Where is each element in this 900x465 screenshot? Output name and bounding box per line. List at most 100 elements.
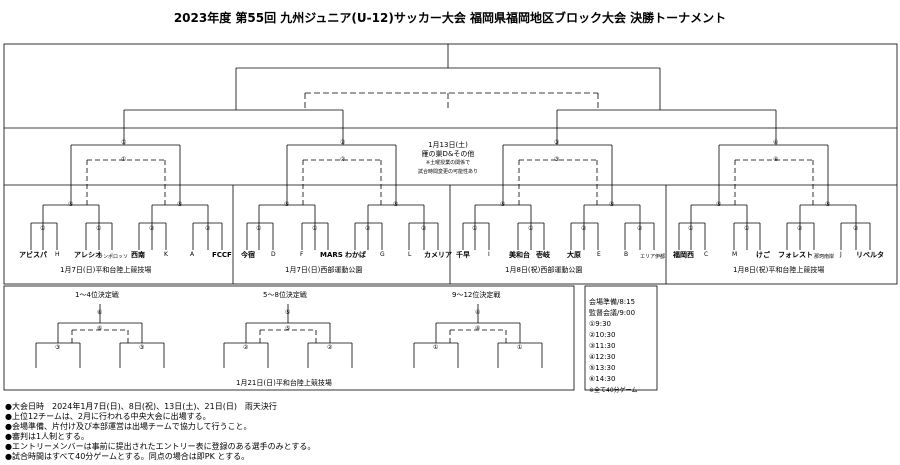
final-title: 1～4位決定戦 <box>75 291 119 299</box>
match-number: ② <box>340 156 346 163</box>
match-number: ⑤ <box>285 325 291 332</box>
match-number: ① <box>517 344 523 351</box>
schedule-line: ②10:30 <box>589 331 616 339</box>
final-title: 9～12位決定戦 <box>452 291 501 299</box>
match-number: ⑤ <box>609 201 615 208</box>
match-number: ① <box>472 225 478 232</box>
match-number: ③ <box>554 139 560 146</box>
match-number: ① <box>96 225 102 232</box>
match-number: ⑥ <box>97 309 103 316</box>
match-number: ② <box>853 225 859 232</box>
match-number: ① <box>40 225 46 232</box>
match-number: ② <box>149 225 155 232</box>
match-number: ① <box>121 139 127 146</box>
notes-list: ●大会日時 2024年1月7日(日)、8日(祝)、13日(土)、21日(日) 雨… <box>5 402 315 462</box>
schedule-line: ①9:30 <box>589 320 611 328</box>
match-number: ① <box>744 225 750 232</box>
match-number: ⑤ <box>825 201 831 208</box>
match-number: ③ <box>554 156 560 163</box>
team-name: わかば <box>345 251 366 259</box>
note-item: ●試合時間はすべて40分ゲームとする。同点の場合は即PK とする。 <box>5 452 250 461</box>
team-name: フォレスト <box>778 251 813 259</box>
match-number: ⑤ <box>285 309 291 316</box>
team-name: カメリア <box>424 251 452 259</box>
match-number: ① <box>256 225 262 232</box>
match-number: ② <box>581 225 587 232</box>
note-item: ●審判は1人制とする。 <box>5 432 89 441</box>
team-name: 今宿 <box>241 251 255 259</box>
team-letter: L <box>408 251 412 258</box>
team-letter: M <box>732 251 738 258</box>
schedule-line: 会場準備/8:15 <box>589 298 636 306</box>
match-number: ② <box>205 225 211 232</box>
match-number: ② <box>421 225 427 232</box>
match-number: ④ <box>773 156 779 163</box>
match-number: ① <box>312 225 318 232</box>
team-letter: E <box>597 251 601 258</box>
match-number: ⑤ <box>177 201 183 208</box>
team-name: ランポロッソ <box>98 254 129 260</box>
team-letter: I <box>488 251 490 258</box>
match-number: ② <box>340 139 346 146</box>
schedule-line: ③11:30 <box>589 342 616 350</box>
team-name: 西南 <box>131 251 145 259</box>
schedule-box: 会場準備/8:15 監督会議/9:00 ①9:30 ②10:30 ③11:30 … <box>589 297 661 396</box>
team-name: リベルタ <box>856 251 884 259</box>
team-name: エリア伊都 <box>640 254 666 260</box>
match-number: ① <box>433 344 439 351</box>
match-number: ⑥ <box>97 325 103 332</box>
venue-label: 1月7日(日)西部運動公園 <box>285 266 363 274</box>
team-name: アビスパ <box>19 251 47 259</box>
team-letter: C <box>704 251 709 258</box>
note-item: ●上位12チームは、2月に行われる中央大会に出場する。 <box>5 412 211 421</box>
match-number: ② <box>637 225 643 232</box>
match-number: ④ <box>475 325 481 332</box>
match-number: ⑤ <box>500 201 506 208</box>
match-number: ⑤ <box>68 201 74 208</box>
team-letter: B <box>624 251 629 258</box>
team-letter: H <box>55 251 60 258</box>
match-number: ③ <box>139 344 145 351</box>
team-name: 千早 <box>456 251 470 259</box>
team-name: 那珂南岸 <box>814 254 835 260</box>
match-number: ② <box>327 344 333 351</box>
finals-venue: 1月21日(日)平和台陸上競技場 <box>236 379 332 387</box>
schedule-line: ④12:30 <box>589 353 616 361</box>
schedule-line: ※全て40分ゲーム <box>589 387 638 394</box>
match-number: ⑤ <box>284 201 290 208</box>
match-number: ① <box>528 225 534 232</box>
note-item: ●エントリーメンバーは事前に提出されたエントリー表に登録のある選手のみとする。 <box>5 442 316 451</box>
team-name: アレシオ <box>74 251 102 259</box>
match-number: ① <box>688 225 694 232</box>
match-number: ② <box>365 225 371 232</box>
note-item: ●会場準備、片付け及び本部運営は出場チームで協力して行うこと。 <box>5 422 252 431</box>
match-number: ① <box>121 156 127 163</box>
team-letter: J <box>840 251 842 258</box>
venue-label: 1月8日(祝)西部運動公園 <box>505 266 583 274</box>
team-letter: F <box>300 251 304 258</box>
team-name: FCCF <box>212 251 232 259</box>
match-number: ③ <box>55 344 61 351</box>
team-letter: G <box>380 251 385 258</box>
center-note: ※土曜授業の関係で <box>425 160 471 166</box>
team-name: けご <box>756 251 770 259</box>
match-number: ⑤ <box>716 201 722 208</box>
venue-label: 1月8日(祝)平和台陸上競技場 <box>733 266 825 274</box>
match-number: ④ <box>475 309 481 316</box>
team-letter: K <box>164 251 168 258</box>
team-name: 福岡西 <box>673 251 694 259</box>
match-number: ④ <box>773 139 779 146</box>
schedule-line: ⑤13:30 <box>589 364 616 372</box>
center-venue: 雁の巣D&その他 <box>421 150 475 158</box>
venue-label: 1月7日(日)平和台陸上競技場 <box>60 266 152 274</box>
center-info: 1月13日(土) 雁の巣D&その他 ※土曜授業の関係で 試合時間変更の可能性あり <box>398 141 498 177</box>
match-number: ⑤ <box>393 201 399 208</box>
match-number: ② <box>797 225 803 232</box>
match-number: ② <box>243 344 249 351</box>
team-name: MARS <box>320 251 343 259</box>
center-note: 試合時間変更の可能性あり <box>417 169 478 175</box>
team-name: 大原 <box>567 251 581 259</box>
schedule-line: ⑥14:30 <box>589 375 616 383</box>
schedule-line: 監督会議/9:00 <box>589 309 636 317</box>
